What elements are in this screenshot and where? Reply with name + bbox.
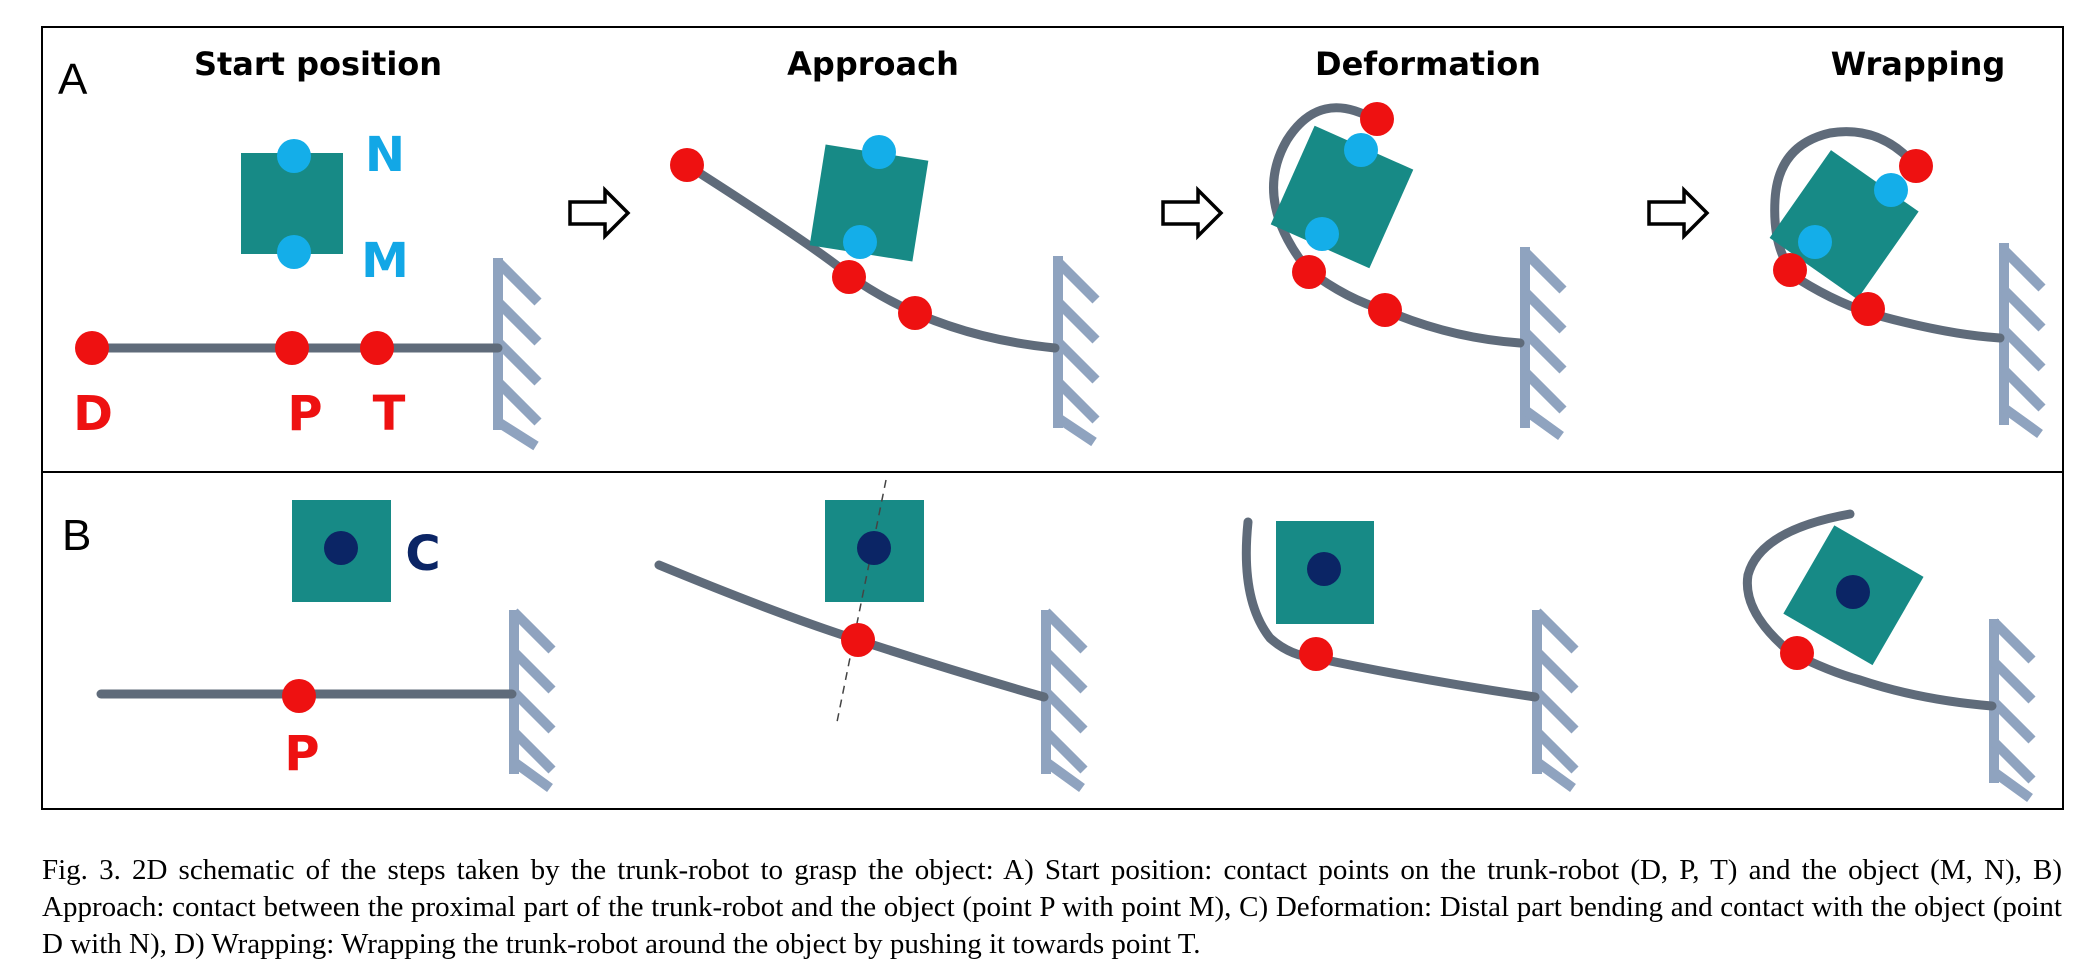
contact-point-d — [670, 148, 704, 182]
contact-point-n — [862, 135, 896, 169]
contact-point-n — [1344, 133, 1378, 167]
label-c: C — [405, 526, 440, 582]
label-p: P — [287, 386, 322, 442]
contact-point-d — [1360, 102, 1394, 136]
contact-point-m — [1798, 225, 1832, 259]
contact-point-p — [1292, 255, 1326, 289]
panel-a-approach-stage — [670, 135, 1100, 447]
contact-point-p — [282, 679, 316, 713]
contact-point-n — [1874, 173, 1908, 207]
object-center-point-c — [324, 531, 358, 565]
contact-point-m — [1305, 217, 1339, 251]
label-t: T — [373, 386, 406, 442]
label-p-b: P — [284, 726, 319, 782]
transition-arrow-2-icon — [1161, 185, 1224, 241]
stage-title-wrapping: Wrapping — [1831, 45, 2006, 83]
panel-letter-b: B — [62, 511, 91, 560]
object-center-point-c — [1836, 575, 1870, 609]
transition-arrow-1-icon — [568, 185, 631, 241]
stage-title-approach: Approach — [787, 45, 959, 83]
panel-letter-a: A — [58, 55, 88, 104]
contact-point-m — [843, 225, 877, 259]
fixed-wall-icon — [1532, 608, 1579, 793]
contact-point-p — [275, 331, 309, 365]
panel-a-wrapping-stage — [1769, 127, 2046, 439]
panel-b-start-stage: C P — [96, 500, 556, 793]
fixed-wall-icon — [1041, 608, 1088, 793]
contact-point-t — [360, 331, 394, 365]
fixed-wall-icon — [1053, 256, 1100, 447]
contact-point-m — [277, 235, 311, 269]
label-d: D — [73, 386, 113, 442]
fixed-wall-icon — [509, 608, 556, 793]
contact-point-t — [1851, 292, 1885, 326]
contact-point-n — [277, 139, 311, 173]
contact-point-t — [898, 296, 932, 330]
object — [809, 144, 929, 262]
contact-point-p — [1780, 636, 1814, 670]
figure-frame — [41, 26, 2064, 810]
stage-title-start: Start position — [194, 45, 442, 83]
fixed-wall-icon — [493, 258, 542, 451]
contact-point-p — [832, 260, 866, 294]
contact-point-p — [1299, 637, 1333, 671]
contact-point-p — [1773, 253, 1807, 287]
panel-b-wrapping-stage — [1742, 509, 2036, 803]
fixed-wall-icon — [1520, 247, 1567, 441]
transition-arrow-3-icon — [1647, 185, 1710, 241]
trunk-robot — [1770, 127, 2005, 343]
fixed-wall-icon — [1999, 243, 2046, 439]
fixed-wall-icon — [1989, 618, 2036, 803]
stage-title-deformation: Deformation — [1315, 45, 1541, 83]
object-center-point-c — [857, 531, 891, 565]
object-center-point-c — [1307, 552, 1341, 586]
panel-b-deformation-stage — [1241, 517, 1579, 793]
contact-point-p — [841, 623, 875, 657]
panel-a-start-stage: D P T N M — [73, 127, 542, 451]
contact-point-d — [75, 331, 109, 365]
label-n: N — [365, 127, 405, 183]
contact-point-t — [1368, 293, 1402, 327]
contact-point-d — [1899, 149, 1933, 183]
panel-a-deformation-stage — [1269, 102, 1567, 441]
panel-b-approach-stage — [654, 479, 1088, 793]
figure-caption: Fig. 3. 2D schematic of the steps taken … — [42, 854, 2062, 960]
label-m: M — [361, 233, 409, 289]
